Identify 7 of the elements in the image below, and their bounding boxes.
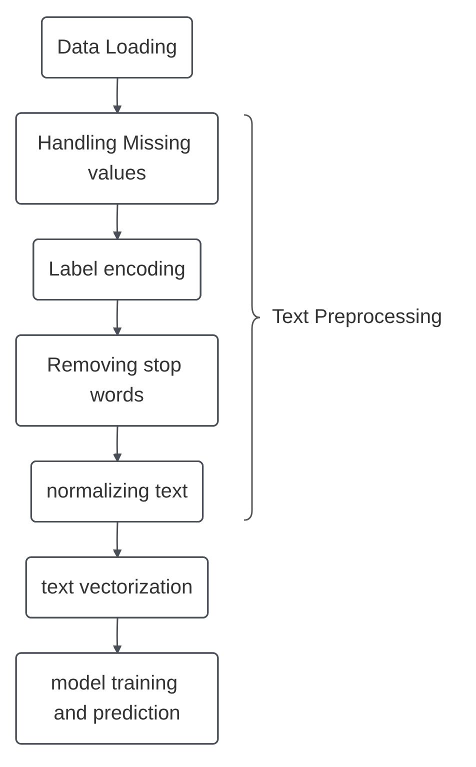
arrow: [112, 300, 122, 336]
arrow: [112, 522, 122, 558]
arrow: [112, 78, 122, 114]
group-label: Text Preprocessing: [272, 305, 442, 330]
arrow: [112, 204, 122, 240]
arrow: [112, 426, 122, 462]
arrow: [112, 618, 122, 654]
